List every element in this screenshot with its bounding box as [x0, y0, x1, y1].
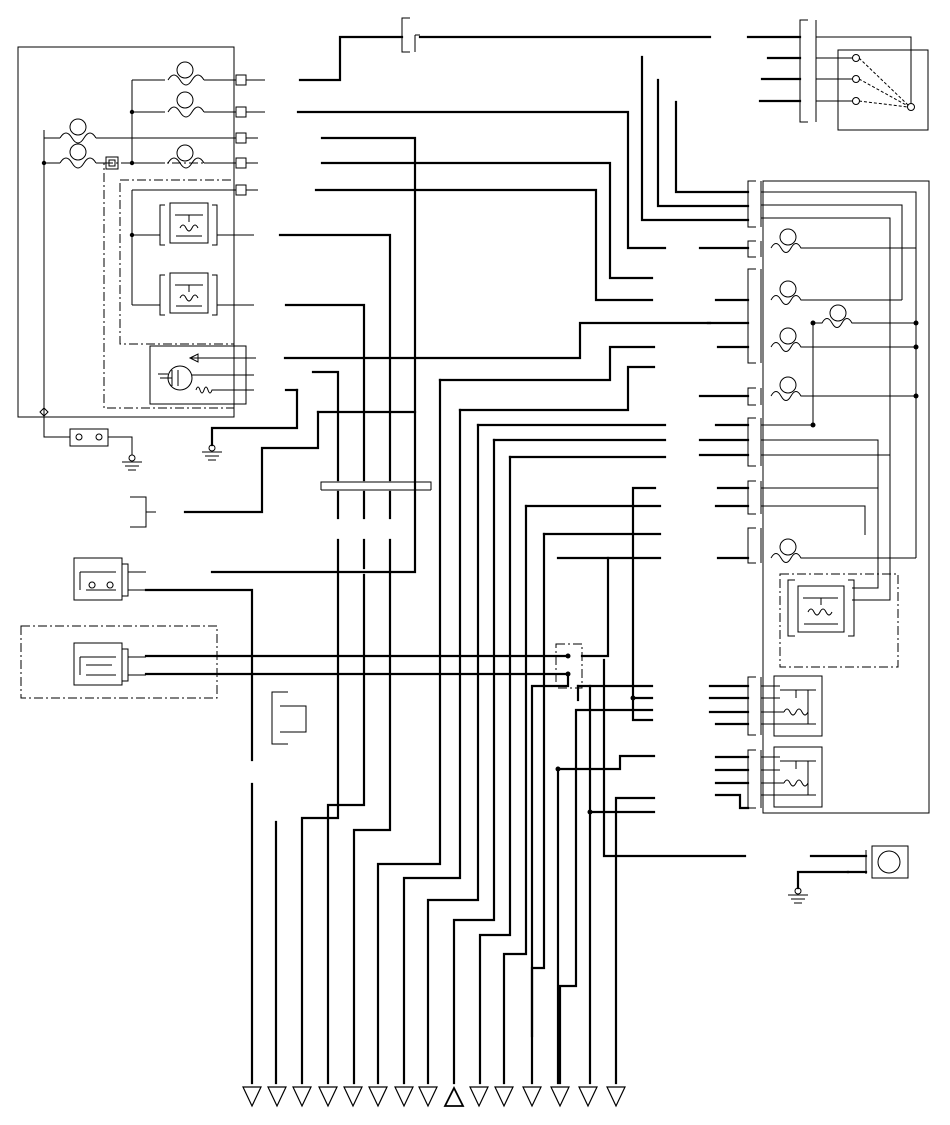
output-arrow-icon — [318, 1086, 338, 1108]
output-arrow-icon — [443, 1085, 465, 1107]
right-harness-wires — [640, 55, 750, 810]
output-arrow-icon — [550, 1086, 570, 1108]
right-box-outline — [762, 180, 930, 814]
fuse-icon — [770, 228, 916, 253]
output-arrow-icon — [292, 1086, 312, 1108]
output-arrow-icon — [469, 1086, 489, 1108]
connector-icon — [747, 180, 762, 809]
output-arrow-icon — [494, 1086, 514, 1108]
relay-icon — [73, 642, 146, 686]
connector-icon — [69, 428, 109, 447]
right-relay-subpanel — [779, 573, 899, 668]
connector-icon — [271, 691, 307, 745]
output-terminals — [242, 1085, 626, 1108]
inline-connector — [555, 643, 583, 689]
left-fuse-relay-box — [17, 46, 265, 471]
ground-icon — [202, 388, 299, 461]
relay-icon — [787, 579, 855, 637]
output-arrow-icon — [606, 1086, 626, 1108]
fuse-icon — [167, 91, 236, 118]
output-arrow-icon — [418, 1086, 438, 1108]
ground-icon — [122, 454, 142, 471]
fuse-icon — [167, 144, 236, 169]
left-subpanel-outline — [103, 162, 235, 409]
left-lower-subpanel — [20, 625, 218, 699]
junction-block — [105, 156, 119, 170]
relay-icon — [159, 272, 236, 316]
fuse-icon — [167, 61, 236, 86]
relay-icon — [73, 557, 146, 601]
fuse-icon — [770, 327, 916, 352]
left-box-outline — [17, 46, 235, 418]
output-arrow-icon — [343, 1086, 363, 1108]
output-arrow-icon — [578, 1086, 598, 1108]
top-connector — [401, 17, 420, 53]
fuse-icon — [59, 143, 97, 169]
connector-icon — [320, 481, 432, 491]
lamp-icon — [799, 19, 929, 131]
output-arrow-icon — [368, 1086, 388, 1108]
output-arrow-icon — [394, 1086, 414, 1108]
output-arrow-icon — [522, 1086, 542, 1108]
fuse-icon — [770, 376, 916, 401]
fuse-icon — [815, 304, 916, 328]
relay-icon — [761, 675, 823, 737]
relay-icon — [159, 202, 236, 246]
ground-icon — [788, 887, 808, 904]
fuse-icon — [770, 538, 916, 563]
fuse-icon — [770, 280, 902, 305]
left-relay-panel-outline — [119, 179, 235, 345]
output-arrow-icon — [242, 1086, 262, 1108]
connector-icon — [130, 496, 156, 528]
connector-icon — [235, 74, 265, 391]
fuse-icon — [59, 118, 97, 144]
main-harness-wires — [144, 110, 712, 1085]
output-arrow-icon — [267, 1086, 287, 1108]
switch-icon — [865, 845, 909, 879]
right-fuse-relay-box — [747, 180, 930, 814]
relay-icon — [761, 746, 823, 808]
transistor-module-icon — [149, 345, 247, 405]
